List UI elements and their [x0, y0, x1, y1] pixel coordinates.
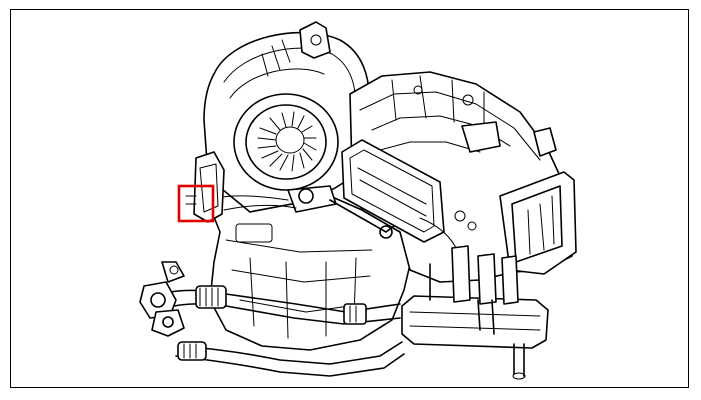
blower-fan	[233, 93, 339, 191]
drain-assembly	[401, 245, 549, 380]
linkage	[215, 185, 477, 253]
refrigerant-pipes	[139, 261, 405, 377]
highlight-box	[177, 184, 215, 223]
